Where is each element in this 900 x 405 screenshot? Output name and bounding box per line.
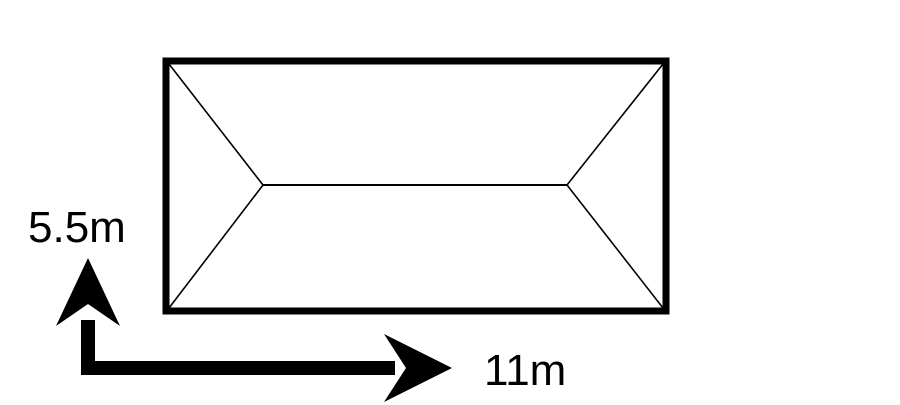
dimension-arrows — [56, 258, 452, 402]
hip-line-top-left — [168, 63, 264, 186]
arrow-up-icon — [56, 258, 120, 374]
length-dimension-label: 11m — [484, 346, 567, 395]
hip-line-bottom-left — [168, 184, 264, 309]
hip-line-top-right — [566, 63, 664, 186]
arrow-right-icon — [81, 334, 452, 402]
width-dimension-label: 5.5m — [28, 203, 126, 252]
roof-outline — [162, 57, 670, 315]
hip-line-bottom-right — [566, 184, 664, 309]
